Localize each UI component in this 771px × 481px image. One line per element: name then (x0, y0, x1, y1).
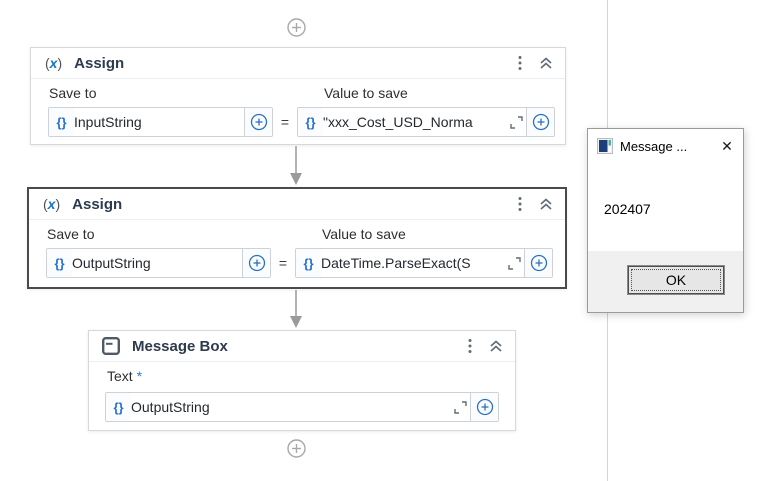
add-activity-button-bottom[interactable] (287, 439, 306, 458)
activity-title: Assign (74, 54, 125, 72)
value-to-save-label: Value to save (322, 226, 406, 242)
add-variable-button[interactable] (470, 393, 498, 421)
activity-header: Message Box (89, 331, 515, 362)
collapse-chevron-icon[interactable] (487, 337, 505, 355)
plus-circle-icon (287, 439, 306, 458)
message-dialog-window: Message ... ✕ 202407 OK (587, 128, 744, 313)
kebab-menu-icon[interactable] (511, 54, 529, 72)
connector-arrow (290, 146, 302, 185)
add-variable-button[interactable] (526, 108, 554, 136)
ok-button[interactable]: OK (627, 265, 725, 295)
braces-icon: {} (296, 249, 321, 277)
text-field[interactable]: {} OutputString (105, 392, 499, 422)
value-to-save-field[interactable]: {} DateTime.ParseExact(S (295, 248, 553, 278)
collapse-chevron-icon[interactable] (537, 195, 555, 213)
dialog-message-text: 202407 (604, 201, 651, 217)
text-value[interactable]: OutputString (131, 399, 210, 415)
add-variable-button[interactable] (244, 108, 272, 136)
activity-card-assign-2[interactable]: (x) Assign Save to Value to save {} Outp… (27, 187, 567, 289)
open-expression-editor-icon[interactable] (506, 108, 526, 136)
save-to-field[interactable]: {} InputString (48, 107, 273, 137)
braces-icon: {} (49, 108, 74, 136)
equals-sign: = (278, 255, 288, 271)
assign-icon: (x) (43, 196, 61, 212)
window-app-icon (597, 138, 613, 154)
activity-card-assign-1[interactable]: (x) Assign Save to Value to save {} Inpu… (30, 47, 566, 145)
braces-icon: {} (298, 108, 323, 136)
connector-arrow (290, 290, 302, 328)
value-to-save-value[interactable]: "xxx_Cost_USD_Norma (323, 114, 473, 130)
activity-card-message-box[interactable]: Message Box Text * {} OutputString (88, 330, 516, 431)
value-to-save-label: Value to save (324, 85, 408, 101)
ok-button-label: OK (631, 269, 721, 291)
braces-icon: {} (106, 393, 131, 421)
assign-icon: (x) (45, 55, 63, 71)
add-variable-button[interactable] (524, 249, 552, 277)
collapse-chevron-icon[interactable] (537, 54, 555, 72)
activity-title: Message Box (132, 337, 228, 355)
close-icon[interactable]: ✕ (721, 137, 733, 154)
dialog-titlebar[interactable]: Message ... ✕ (588, 129, 743, 163)
value-to-save-value[interactable]: DateTime.ParseExact(S (321, 255, 471, 271)
save-to-value[interactable]: OutputString (72, 255, 151, 271)
text-label: Text * (107, 368, 143, 384)
kebab-menu-icon[interactable] (461, 337, 479, 355)
open-expression-editor-icon[interactable] (450, 393, 470, 421)
open-expression-editor-icon[interactable] (504, 249, 524, 277)
add-variable-button[interactable] (242, 249, 270, 277)
message-box-icon (102, 337, 120, 355)
required-asterisk: * (136, 368, 143, 384)
kebab-menu-icon[interactable] (511, 195, 529, 213)
save-to-label: Save to (47, 226, 95, 242)
activity-header: (x) Assign (31, 48, 565, 79)
save-to-value[interactable]: InputString (74, 114, 142, 130)
value-to-save-field[interactable]: {} "xxx_Cost_USD_Norma (297, 107, 555, 137)
activity-title: Assign (72, 195, 123, 213)
dialog-footer: OK (588, 251, 743, 312)
save-to-label: Save to (49, 85, 97, 101)
activity-header: (x) Assign (29, 189, 565, 220)
braces-icon: {} (47, 249, 72, 277)
save-to-field[interactable]: {} OutputString (46, 248, 271, 278)
add-activity-button-top[interactable] (287, 18, 306, 37)
dialog-title: Message ... (620, 138, 688, 154)
equals-sign: = (280, 114, 290, 130)
plus-circle-icon (287, 18, 306, 37)
